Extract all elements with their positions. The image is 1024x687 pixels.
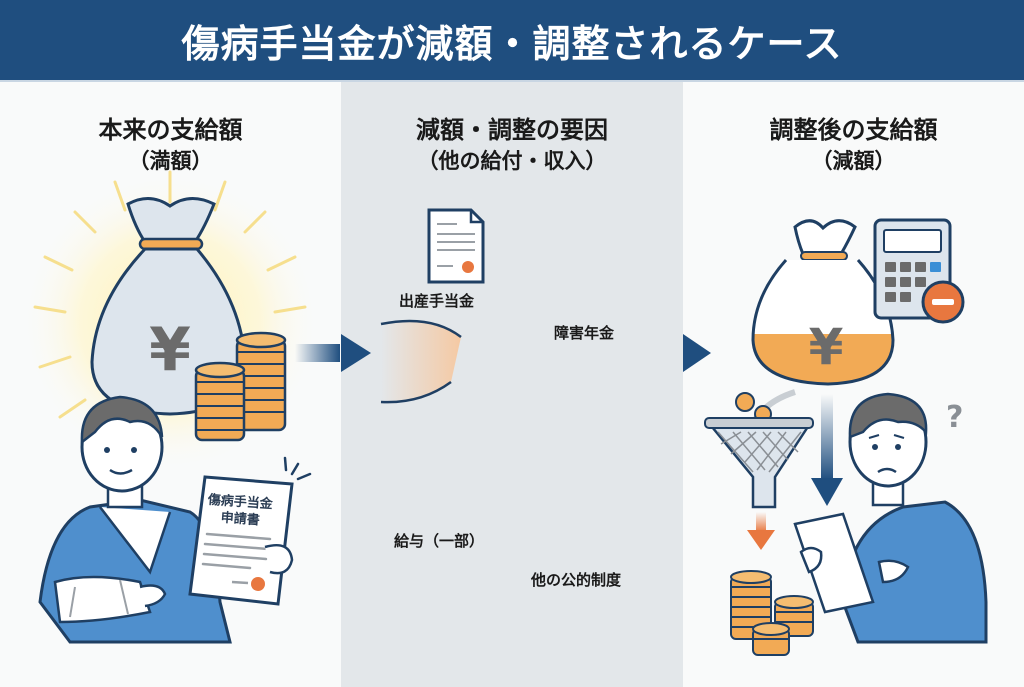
left-illustration: ¥: [20, 170, 340, 644]
column-heading: 本来の支給額: [98, 116, 243, 144]
column-subheading: （他の給付・収入）: [417, 149, 607, 173]
column-heading: 調整後の支給額: [769, 116, 938, 144]
question-mark-icon: ?: [946, 400, 963, 435]
document-icon: [427, 208, 485, 284]
column-reduction-factors: 減額・調整の要因 （他の給付・収入）: [341, 82, 683, 687]
yen-symbol: ¥: [809, 318, 844, 376]
yen-symbol: ¥: [149, 315, 191, 385]
column-subheading: （減額）: [811, 149, 896, 173]
arrow-down-icon: [747, 512, 775, 550]
factor-label-maternity: 出産手当金: [399, 292, 475, 310]
arrow-right-icon: [295, 344, 340, 362]
header-banner: 傷病手当金が減額・調整されるケース: [0, 0, 1024, 82]
calculator-minus-icon: [873, 218, 965, 324]
arrow-right-icon: [683, 334, 711, 372]
factor-label-salary: 給与（一部）: [394, 532, 485, 550]
document-title-line1: 傷病手当金: [206, 492, 274, 513]
arrow-down-icon: [811, 394, 843, 506]
column-original-amount: 本来の支給額 （満額）: [0, 82, 341, 687]
flow-band: [381, 320, 461, 403]
column-title-middle: 減額・調整の要因 （他の給付・収入）: [341, 114, 683, 176]
column-adjusted-amount: 調整後の支給額 （減額） ¥: [683, 82, 1024, 687]
coin-stack-icon: [194, 331, 287, 442]
factor-label-other-public-systems: 他の公的制度: [531, 571, 622, 589]
right-illustration: ¥: [683, 218, 988, 656]
middle-illustration: [341, 208, 485, 404]
half-filled-money-bag-icon: ¥: [751, 219, 895, 386]
reduced-coin-stack-icon: [730, 570, 814, 656]
filter-funnel-icon: [704, 392, 814, 509]
paper-icon: [793, 512, 875, 614]
arrow-right-icon: [341, 334, 371, 372]
person-with-sling-icon: [38, 395, 232, 644]
page-title: 傷病手当金が減額・調整されるケース: [181, 21, 843, 66]
factor-label-disability-pension: 障害年金: [554, 324, 615, 342]
rays-icon: [33, 170, 307, 419]
column-subheading: （満額）: [128, 149, 213, 173]
application-document-icon: 傷病手当金 申請書: [188, 456, 312, 606]
confused-person-icon: ?: [793, 392, 988, 644]
document-title-line2: 申請書: [220, 510, 260, 529]
column-title-right: 調整後の支給額 （減額）: [683, 114, 1024, 176]
column-title-left: 本来の支給額 （満額）: [0, 114, 341, 176]
column-heading: 減額・調整の要因: [416, 116, 608, 144]
